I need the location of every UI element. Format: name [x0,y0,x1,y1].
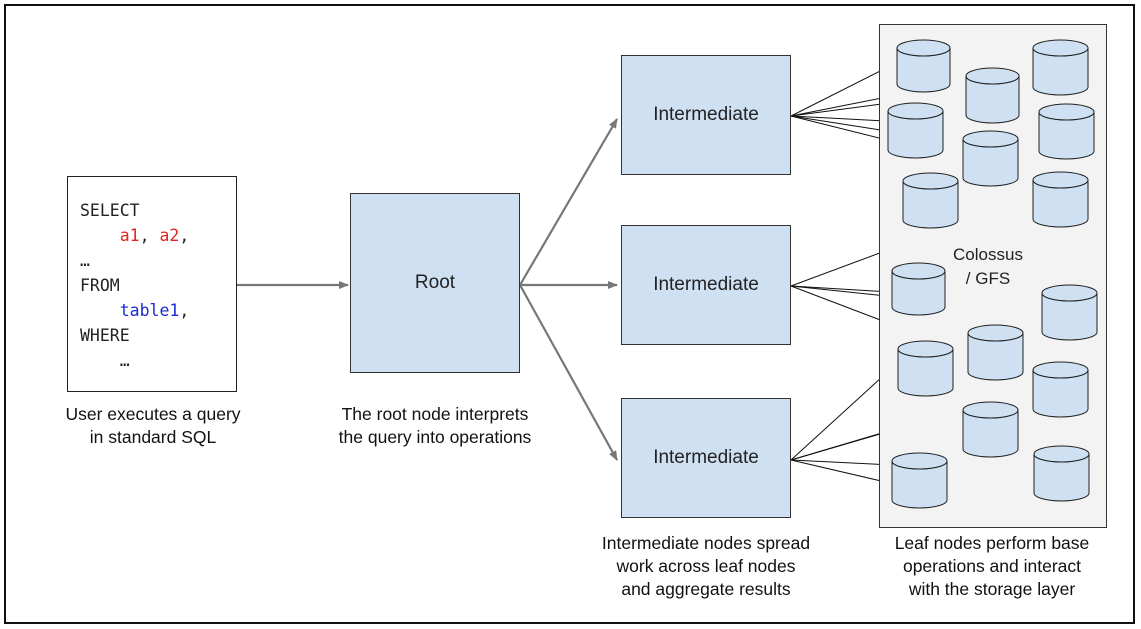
sql-line: table1, [80,298,190,323]
root-to-intermediate-arrow [519,118,618,286]
sql-token: , [179,301,190,320]
sql-token: a1 [119,226,140,245]
root-caption-line: The root node interprets [341,404,529,424]
query-caption-line: User executes a query [65,404,241,424]
sql-token: , [179,226,190,245]
leaf-node-cylinder [1032,39,1089,96]
sql-query-text: SELECT a1, a2, … FROM table1, WHERE … [80,198,189,373]
intermediate-to-leaf-arrow [790,366,894,461]
intermediate-node-2: Intermediate [621,225,791,345]
leaf-node-cylinder [1032,361,1089,418]
sql-token: , [139,226,160,245]
leaf-node-cylinder [1041,284,1098,341]
sql-token: WHERE [80,326,130,345]
storage-caption-line: with the storage layer [908,579,1076,599]
leaf-node-cylinder [891,262,946,316]
root-caption: The root node interprets the query into … [300,403,570,449]
intermediate-caption: Intermediate nodes spread work across le… [560,532,852,601]
intermediate-node-3: Intermediate [621,398,791,518]
intermediate-caption-line: Intermediate nodes spread [601,533,811,553]
query-caption: User executes a query in standard SQL [34,403,272,449]
storage-caption-line: operations and interact [902,556,1082,576]
sql-token: a2 [159,226,180,245]
leaf-node-cylinder [1038,103,1095,160]
sql-token: SELECT [80,201,140,220]
sql-token: table1 [119,301,180,320]
intermediate-node-1: Intermediate [621,55,791,175]
storage-caption: Leaf nodes perform base operations and i… [856,532,1128,601]
leaf-node-cylinder [962,130,1019,187]
sql-line: SELECT [80,198,189,223]
leaf-node-cylinder [887,102,944,159]
leaf-node-cylinder [965,67,1020,124]
intermediate-node-label: Intermediate [653,104,759,125]
leaf-node-cylinder [897,340,954,397]
sql-line: … [80,348,189,373]
sql-line: FROM [80,273,189,298]
leaf-node-cylinder [902,172,959,229]
sql-line: WHERE [80,323,189,348]
sql-token: … [80,251,90,270]
sql-token: FROM [80,276,120,295]
leaf-node-cylinder [896,39,951,93]
intermediate-caption-line: and aggregate results [621,579,791,599]
leaf-node-cylinder [1032,171,1089,228]
query-caption-line: in standard SQL [89,427,217,447]
root-node: Root [350,193,520,373]
sql-line: … [80,248,189,273]
sql-query-box: SELECT a1, a2, … FROM table1, WHERE … [67,176,237,392]
main-flow-arrows [237,118,618,461]
intermediate-node-label: Intermediate [653,274,759,295]
storage-label-line: Colossus [953,245,1023,264]
storage-caption-line: Leaf nodes perform base [894,533,1090,553]
intermediate-caption-line: work across leaf nodes [616,556,796,576]
leaf-node-cylinder [891,452,948,509]
intermediate-node-label: Intermediate [653,447,759,468]
root-caption-line: the query into operations [338,427,532,447]
storage-label-line: / GFS [965,269,1011,288]
storage-label: Colossus / GFS [938,243,1038,291]
intermediate-to-leaf-arrow [790,285,891,295]
sql-token: … [80,351,130,370]
root-to-intermediate-arrow [519,284,618,461]
leaf-node-cylinder [967,324,1024,381]
root-node-label: Root [414,272,456,293]
leaf-node-cylinder [962,401,1019,458]
intermediate-to-leaf-arrow [790,459,895,486]
intermediate-to-leaf-arrow [790,63,895,117]
intermediate-to-leaf-arrow [790,115,888,133]
leaf-node-cylinder [1033,445,1090,502]
sql-line: a1, a2, [80,223,190,248]
